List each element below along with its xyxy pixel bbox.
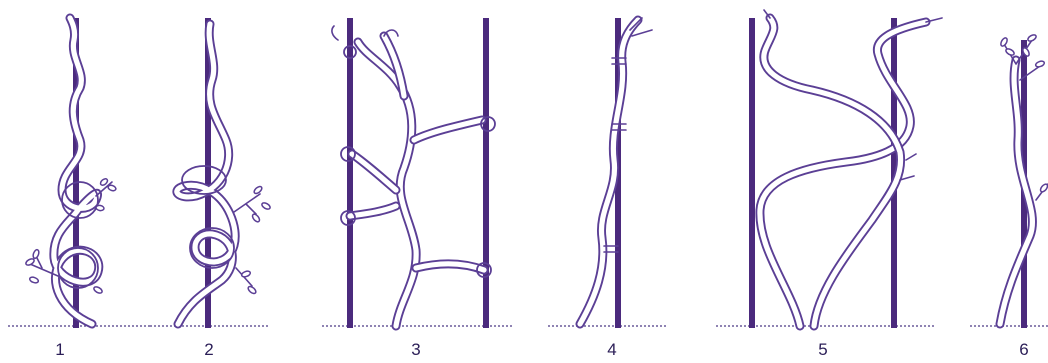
leaf-icon <box>251 213 261 223</box>
leaf-icon <box>107 184 116 191</box>
leaf-icon <box>1000 37 1009 47</box>
leaf-icon <box>96 205 105 211</box>
leaf-icon <box>261 202 271 211</box>
panel-5-sprawling-vine <box>716 10 942 328</box>
leaf-icon <box>247 285 257 295</box>
tendril-tip-5 <box>764 10 942 180</box>
figure-label-1: 1 <box>45 340 75 360</box>
leaf-icon <box>1005 48 1015 57</box>
panel-3-tendril-vine <box>322 18 512 328</box>
vine-stem-4 <box>580 20 638 324</box>
leaf-icon <box>1039 183 1048 193</box>
figure-label-5: 5 <box>808 340 838 360</box>
leaf-icon <box>1027 34 1037 43</box>
leaf-icon <box>1035 60 1045 68</box>
figure-label-4: 4 <box>597 340 627 360</box>
figure-label-2: 2 <box>194 340 224 360</box>
leaf-icon <box>253 185 263 195</box>
figure-label-3: 3 <box>401 340 431 360</box>
leaf-icon <box>29 276 39 284</box>
leaf-icon <box>32 249 40 259</box>
panel-6-leafy-shoot <box>970 34 1048 328</box>
leaf-icon <box>241 270 251 278</box>
panel-4-clinging-vine <box>548 18 668 328</box>
panel-2-looping-vine <box>150 18 271 328</box>
leaf-icon <box>93 286 103 295</box>
panel-1-twining-vine <box>8 18 150 328</box>
figure-label-6: 6 <box>1009 340 1039 360</box>
